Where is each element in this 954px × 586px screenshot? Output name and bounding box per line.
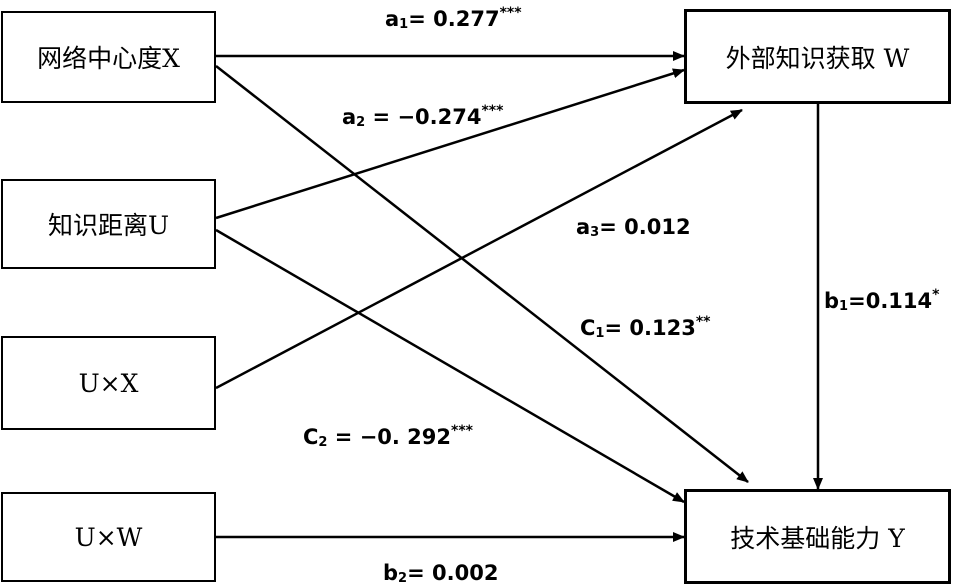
- label-a3: a3= 0.012: [576, 215, 691, 240]
- label-b2: b2= 0.002: [383, 561, 499, 586]
- label-b1: b1=0.114*: [824, 287, 940, 314]
- node-u-times-w: U×W: [1, 492, 216, 582]
- arrow-x-to-y: [215, 65, 749, 483]
- label-c1: C1= 0.123**: [580, 314, 711, 341]
- label-c2: C2 = −0. 292***: [303, 423, 473, 450]
- node-network-centrality: 网络中心度X: [1, 11, 216, 103]
- node-knowledge-distance: 知识距离U: [1, 179, 216, 269]
- arrow-u-to-w: [215, 68, 685, 220]
- arrow-u-to-y: [215, 228, 685, 504]
- node-u-times-x: U×X: [1, 336, 216, 430]
- label-a2: a2 = −0.274***: [342, 103, 504, 130]
- node-external-knowledge-acquisition: 外部知识获取 W: [684, 9, 951, 104]
- node-technical-foundation-capability: 技术基础能力 Y: [684, 489, 951, 584]
- arrow-ux-to-w: [215, 108, 743, 390]
- label-a1: a1= 0.277***: [385, 5, 522, 32]
